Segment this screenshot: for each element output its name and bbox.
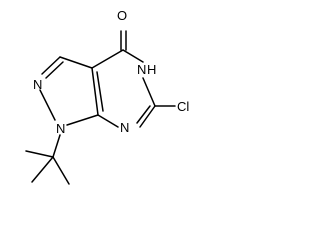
bond-tbu-me3 <box>31 156 54 183</box>
bond-c3a-c3 <box>59 56 93 69</box>
bonds <box>25 30 176 185</box>
bond-c3-n2-2 <box>45 61 64 79</box>
pyrimidine-n-label: N <box>120 120 129 135</box>
bond-c6-n7-2 <box>136 105 151 124</box>
bond-c7a-c3a-2 <box>96 71 104 112</box>
bond-n1-c7a <box>66 114 99 126</box>
bond-c7a-c3a-1 <box>91 67 99 116</box>
oxygen-label: O <box>117 8 127 23</box>
n-tbu-label: N <box>56 121 65 136</box>
bond-n7-c7a <box>97 114 119 128</box>
bond-c3-n2-1 <box>41 56 61 75</box>
bond-c4-c3a <box>91 49 124 69</box>
bond-n2-n1 <box>39 89 56 121</box>
molecule-structure: O N H Cl N N N <box>25 8 189 185</box>
nh-h-label: H <box>147 62 156 77</box>
bond-n1-tbu <box>52 134 61 158</box>
nh-n-label: N <box>137 62 146 77</box>
bond-c4-n5 <box>122 49 144 63</box>
chlorine-label: Cl <box>177 99 189 114</box>
bond-c6-n7-1 <box>139 105 156 128</box>
atom-labels: O N H Cl N N N <box>33 8 189 136</box>
bond-tbu-me2 <box>52 156 70 185</box>
bond-tbu-me1 <box>25 150 54 158</box>
bond-n5-c6 <box>142 77 156 107</box>
pyrazole-n-label: N <box>33 77 42 92</box>
